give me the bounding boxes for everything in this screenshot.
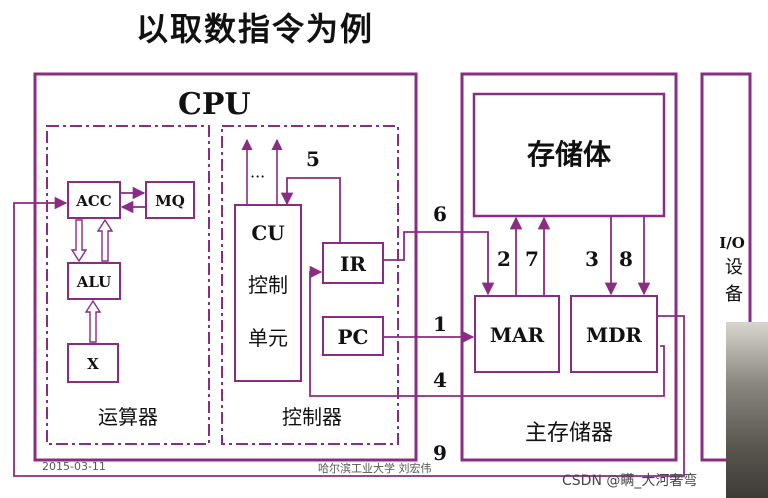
alu-section-label: 运算器 xyxy=(98,405,158,429)
step-label-4: 4 xyxy=(433,368,447,392)
cu-unit xyxy=(234,204,302,382)
step-label-7: 7 xyxy=(525,247,539,271)
alu-label: ALU xyxy=(76,273,111,291)
mq-register xyxy=(145,181,195,219)
ir-register xyxy=(322,242,384,284)
step9-path xyxy=(13,196,685,477)
x-to-alu-arrow xyxy=(84,299,102,343)
memory-frame xyxy=(460,72,678,462)
alu-to-acc-arrow xyxy=(96,218,114,262)
step-label-6: 6 xyxy=(433,202,447,226)
mdr-label: MDR xyxy=(586,323,642,347)
io-label-1: I/O xyxy=(719,234,745,252)
x-register xyxy=(67,343,119,383)
step4-path xyxy=(309,265,665,397)
watermark: CSDN @瞒_大河奢弯 xyxy=(562,473,698,489)
cu-label-3: 单元 xyxy=(248,326,288,350)
cpu-frame xyxy=(33,72,418,462)
pc-register xyxy=(322,316,384,356)
alu-section-frame xyxy=(46,125,210,445)
mq-label: MQ xyxy=(155,192,185,210)
pc-label: PC xyxy=(338,325,369,349)
step-label-1: 1 xyxy=(433,312,447,336)
footer-date: 2015-03-11 xyxy=(42,460,106,473)
io-label-3: 备 xyxy=(725,284,743,305)
cu-dots: ··· xyxy=(250,167,265,186)
x-label: X xyxy=(87,355,99,373)
control-section-label: 控制器 xyxy=(282,405,342,429)
storage-body xyxy=(472,92,666,218)
step-label-3: 3 xyxy=(585,247,599,271)
slide-title: 以取数指令为例 xyxy=(136,10,375,48)
memory-section-label: 主存储器 xyxy=(525,421,613,446)
mar-label: MAR xyxy=(490,323,545,347)
mdr-register xyxy=(570,295,658,373)
storage-label: 存储体 xyxy=(527,138,612,171)
control-section-frame xyxy=(221,125,399,445)
step6-path xyxy=(384,231,495,296)
cu-label: CU xyxy=(251,221,284,245)
step-label-2: 2 xyxy=(497,247,511,271)
acc-to-alu-arrow xyxy=(70,219,88,263)
mar-register xyxy=(474,295,560,373)
io-label-2: 设 xyxy=(725,257,743,278)
step-label-5: 5 xyxy=(306,147,320,171)
step-label-9: 9 xyxy=(433,441,447,465)
cu-label-2: 控制 xyxy=(248,273,288,297)
ir-label: IR xyxy=(340,252,366,276)
footer-author: 哈尔滨工业大学 刘宏伟 xyxy=(318,462,432,475)
alu-unit xyxy=(67,262,121,300)
step5-path xyxy=(280,177,341,242)
acc-label: ACC xyxy=(75,192,112,210)
acc-register xyxy=(67,181,121,219)
video-overlay-edge xyxy=(726,322,768,498)
cpu-label: CPU xyxy=(178,87,251,122)
step-label-8: 8 xyxy=(619,247,633,271)
